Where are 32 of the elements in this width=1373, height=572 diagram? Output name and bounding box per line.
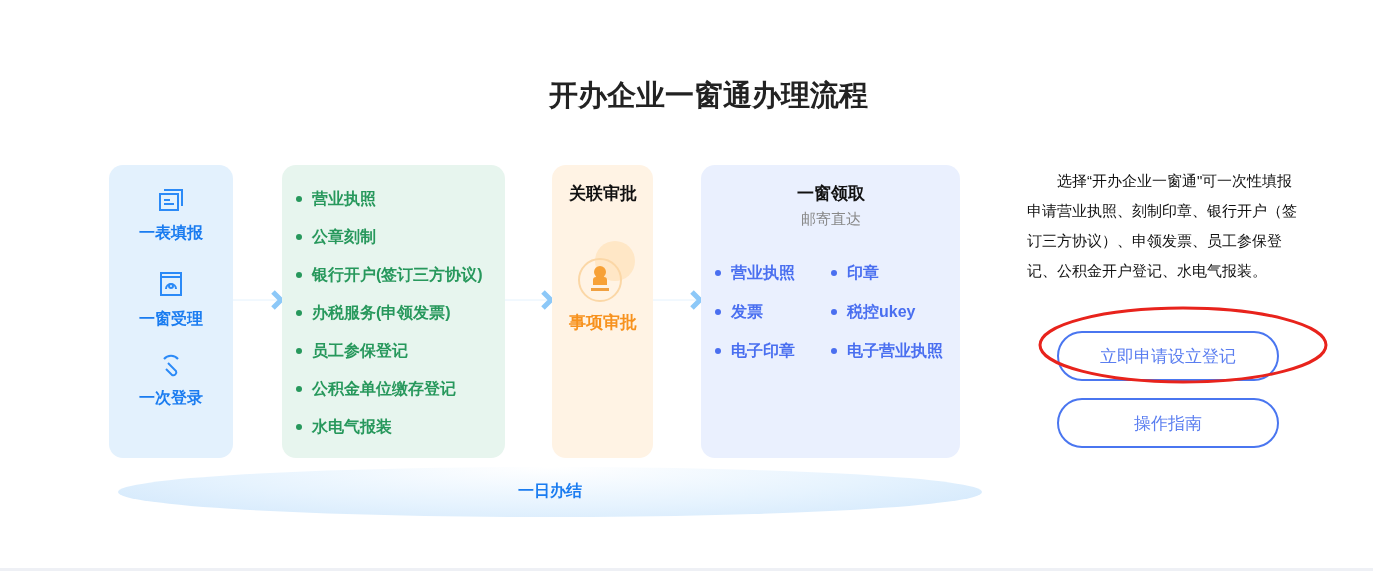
feature-label: 一次登录	[138, 388, 204, 408]
list-item: 水电气报装	[296, 417, 392, 437]
pickup-panel	[701, 165, 960, 458]
panel-heading: 关联审批	[567, 184, 638, 204]
list-item: 印章	[831, 263, 879, 283]
guide-button: 操作指南	[1057, 398, 1279, 448]
service-list-panel	[282, 165, 505, 458]
feature-label: 一表填报	[138, 223, 204, 243]
description-text: 选择“开办企业一窗通"可一次性填报申请营业执照、刻制印章、银行开户（签订三方协议）、申领发票、员工参保登记、公积金开户登记、水电气报装。	[1027, 171, 1298, 281]
band-label: 一日办结	[517, 481, 583, 501]
approval-panel	[552, 165, 653, 458]
list-item: 银行开户(签订三方协议)	[296, 265, 483, 285]
panel-heading: 一窗领取	[795, 184, 866, 204]
chevron-arrow	[232, 289, 284, 311]
list-item: 营业执照	[715, 263, 795, 283]
feature-panel	[109, 165, 233, 458]
feature-label: 一窗受理	[138, 309, 204, 329]
list-item: 发票	[715, 302, 763, 322]
step-label: 事项审批	[567, 313, 638, 333]
chevron-arrow	[652, 289, 703, 311]
list-item: 公章刻制	[296, 227, 376, 247]
list-item: 营业执照	[296, 189, 376, 209]
panel-subheading: 邮寄直达	[799, 209, 862, 229]
page-title: 开办企业一窗通办理流程	[548, 78, 869, 113]
list-item: 电子印章	[715, 341, 795, 361]
list-item: 员工参保登记	[296, 341, 408, 361]
chevron-arrow	[504, 289, 554, 311]
apply-button: 立即申请设立登记	[1057, 331, 1279, 381]
list-item: 税控ukey	[831, 302, 916, 322]
list-item: 电子营业执照	[831, 341, 943, 361]
list-item: 办税服务(申领发票)	[296, 303, 451, 323]
list-item: 公积金单位缴存登记	[296, 379, 456, 399]
